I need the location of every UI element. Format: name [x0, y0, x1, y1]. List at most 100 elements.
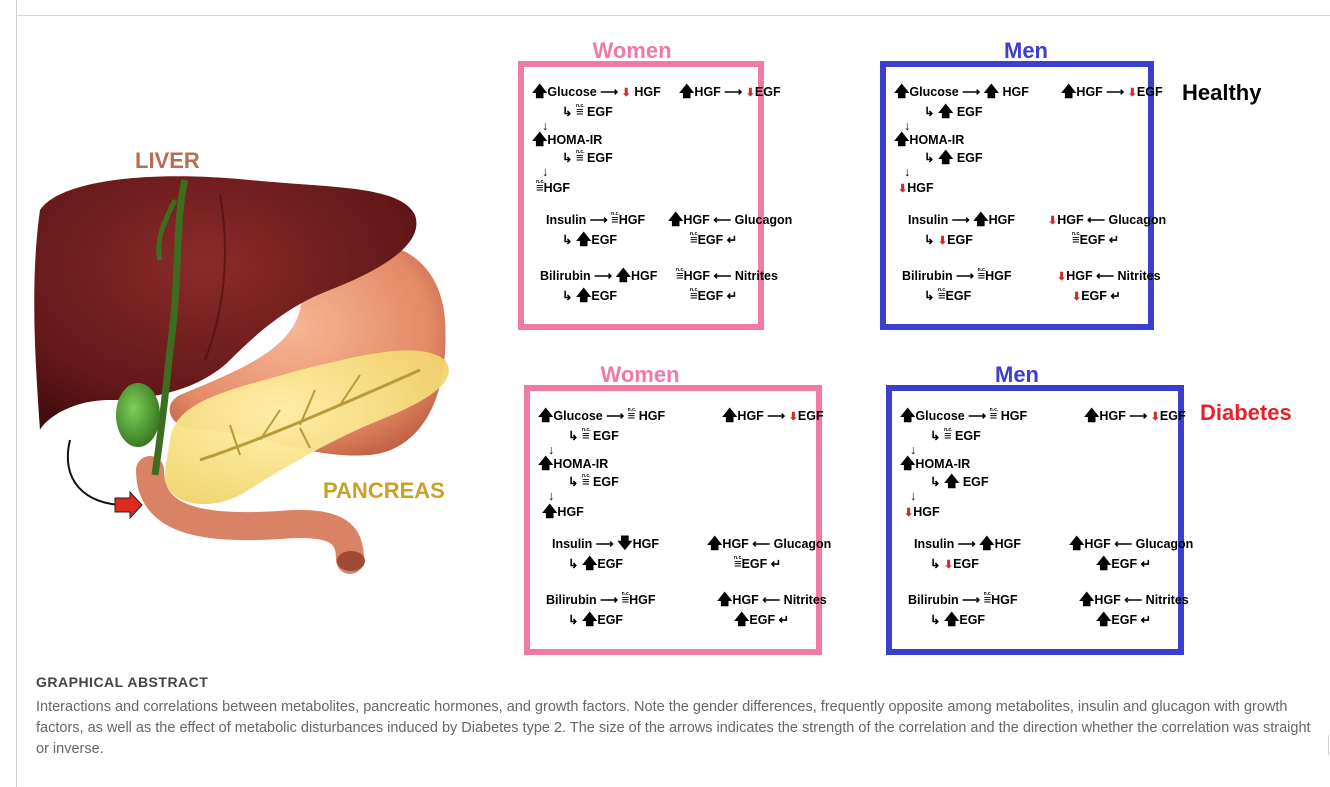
arrow-up-icon: 🡅 — [1061, 83, 1076, 100]
panel-men-healthy: 🡅Glucose ⟶ 🡅 HGF↳ 🡅 EGF↓🡅HOMA-IR↳ 🡅 EGF↓… — [880, 61, 1154, 330]
arrow-up-icon: 🡅 — [938, 103, 953, 120]
glucose-hgf-link: 🡅Glucose ⟶ ⬇ HGF — [532, 85, 661, 100]
red-arrow-icon: ⬇ — [1048, 215, 1057, 227]
down-arrow-connector: ↓ — [904, 165, 910, 179]
not-changed-marker: n.c.≡ — [536, 181, 544, 195]
caption-heading: GRAPHICAL ABSTRACT — [36, 674, 208, 690]
arrow-up-icon: 🡅 — [616, 267, 631, 284]
frame-tick — [16, 748, 17, 764]
insulin-hgf-link: Insulin ⟶ 🡅HGF — [908, 213, 1015, 227]
panel-women-diabetes: 🡅Glucose ⟶ n.c.≡ HGF ↳ n.c.≡ EGF ↓ 🡅HOMA-IR… — [524, 385, 822, 655]
red-arrow-icon: ⬇ — [1057, 271, 1066, 283]
red-arrow-icon: ⬇ — [944, 559, 953, 571]
arrow-up-icon: 🡅 — [1096, 611, 1111, 628]
hgf-egf-link: 🡅HGF ⟶ ⬇EGF — [722, 409, 824, 424]
glucose-egf-link: ↳ n.c.≡ EGF — [930, 429, 981, 443]
homa-ir-node: 🡅HOMA-IR — [900, 457, 970, 471]
red-arrow-icon: ⬇ — [1128, 87, 1137, 99]
homa-hgf-link: ⬇HGF — [898, 181, 934, 196]
panel-men-diabetes: 🡅Glucose ⟶ n.c.≡ HGF ↳ n.c.≡ EGF ↓ 🡅HOMA-IR… — [886, 385, 1184, 655]
nitrites-hgf-link: 🡅HGF ⟵ Nitrites — [1079, 593, 1189, 607]
bilirubin-hgf-link: Bilirubin ⟶ n.c.≡HGF — [546, 593, 656, 607]
arrow-up-icon: 🡅 — [944, 473, 959, 490]
bilirubin-hgf-link: Bilirubin ⟶ n.c.≡HGF — [902, 269, 1012, 283]
down-arrow-connector: ↓ — [910, 489, 916, 503]
arrow-up-icon: 🡅 — [707, 535, 722, 552]
bilirubin-egf-link: ↳ 🡅EGF — [568, 613, 623, 627]
glucose-hgf-link: 🡅Glucose ⟶ 🡅 HGF — [894, 85, 1029, 99]
homa-ir-node: 🡅HOMA-IR — [894, 133, 964, 147]
arrow-up-icon: 🡅 — [944, 611, 959, 628]
bilirubin-egf-link: ↳ 🡅EGF — [562, 289, 617, 303]
caption-body: Interactions and correlations between me… — [36, 697, 1326, 760]
arrow-up-icon: 🡅 — [538, 455, 553, 472]
arrow-up-icon: 🡅 — [1096, 555, 1111, 572]
nitrites-egf-link: 🡅EGF ↵ — [1096, 613, 1151, 627]
homa-hgf-link: 🡅HGF — [542, 505, 584, 519]
arrow-up-icon: 🡅 — [717, 591, 732, 608]
arrow-up-icon: 🡅 — [532, 131, 547, 148]
insulin-egf-link: ↳ 🡅EGF — [562, 233, 617, 247]
arrow-up-icon: 🡅 — [900, 407, 915, 424]
arrow-up-icon: 🡅 — [538, 407, 553, 424]
not-changed-marker: n.c.≡ — [990, 409, 998, 423]
not-changed-marker: n.c.≡ — [944, 429, 952, 443]
arrow-up-icon: 🡅 — [542, 503, 557, 520]
arrow-up-icon: 🡅 — [722, 407, 737, 424]
not-changed-marker: n.c.≡ — [622, 593, 630, 607]
not-changed-marker: n.c.≡ — [576, 151, 584, 165]
not-changed-marker: n.c.≡ — [628, 409, 636, 423]
not-changed-marker: n.c.≡ — [611, 213, 619, 227]
homa-ir-node: 🡅HOMA-IR — [538, 457, 608, 471]
glucagon-hgf-link: 🡅HGF ⟵ Glucagon — [1069, 537, 1193, 551]
hgf-egf-link: 🡅HGF ⟶ ⬇EGF — [1061, 85, 1163, 100]
glucose-egf-link: ↳ n.c.≡ EGF — [568, 429, 619, 443]
glucagon-hgf-link: 🡅HGF ⟵ Glucagon — [707, 537, 831, 551]
glucose-hgf-link: 🡅Glucose ⟶ n.c.≡ HGF — [538, 409, 665, 423]
glucose-egf-link: ↳ 🡅 EGF — [924, 105, 983, 119]
red-arrow-icon: ⬇ — [789, 411, 798, 423]
bilirubin-hgf-link: Bilirubin ⟶ 🡅HGF — [540, 269, 657, 283]
curved-pointer-arrow — [68, 440, 125, 505]
not-changed-marker: n.c.≡ — [576, 105, 584, 119]
arrow-up-icon: 🡅 — [979, 535, 994, 552]
insulin-egf-link: ↳ 🡅EGF — [568, 557, 623, 571]
glucose-hgf-link: 🡅Glucose ⟶ n.c.≡ HGF — [900, 409, 1027, 423]
red-arrow-icon — [115, 492, 142, 518]
insulin-hgf-link: Insulin ⟶ 🡇HGF — [552, 537, 659, 551]
arrow-up-icon: 🡅 — [900, 455, 915, 472]
panel-women-healthy: 🡅Glucose ⟶ ⬇ HGF↳ n.c.≡ EGF↓🡅HOMA-IR↳ n.… — [518, 61, 764, 330]
not-changed-marker: n.c.≡ — [690, 289, 698, 303]
not-changed-marker: n.c.≡ — [690, 233, 698, 247]
arrow-down-icon: 🡇 — [617, 535, 632, 552]
arrow-up-icon: 🡅 — [973, 211, 988, 228]
insulin-hgf-link: Insulin ⟶ n.c.≡HGF — [546, 213, 645, 227]
red-arrow-icon: ⬇ — [1072, 291, 1081, 303]
red-arrow-icon: ⬇ — [622, 87, 631, 99]
glucagon-egf-link: n.c.≡EGF ↵ — [734, 557, 781, 571]
bilirubin-egf-link: ↳ 🡅EGF — [930, 613, 985, 627]
arrow-up-icon: 🡅 — [576, 287, 591, 304]
not-changed-marker: n.c.≡ — [938, 289, 946, 303]
insulin-egf-link: ↳ ⬇EGF — [924, 233, 973, 248]
homa-egf-link: ↳ n.c.≡ EGF — [568, 475, 619, 489]
frame-tick-right — [1328, 735, 1329, 755]
pancreas-label: PANCREAS — [323, 478, 445, 504]
red-arrow-icon: ⬇ — [938, 235, 947, 247]
arrow-up-icon: 🡅 — [938, 149, 953, 166]
arrow-up-icon: 🡅 — [734, 611, 749, 628]
down-arrow-connector: ↓ — [548, 489, 554, 503]
nitrites-hgf-link: ⬇HGF ⟵ Nitrites — [1057, 269, 1161, 284]
glucagon-hgf-link: ⬇HGF ⟵ Glucagon — [1048, 213, 1166, 228]
homa-hgf-link: n.c.≡HGF — [536, 181, 570, 195]
red-arrow-icon: ⬇ — [746, 87, 755, 99]
hgf-egf-link: 🡅HGF ⟶ ⬇EGF — [679, 85, 781, 100]
arrow-up-icon: 🡅 — [1079, 591, 1094, 608]
arrow-up-icon: 🡅 — [582, 555, 597, 572]
glucagon-hgf-link: 🡅HGF ⟵ Glucagon — [668, 213, 792, 227]
liver-pancreas-illustration — [0, 0, 520, 600]
red-arrow-icon: ⬇ — [904, 507, 913, 519]
nitrites-egf-link: n.c.≡EGF ↵ — [690, 289, 737, 303]
bilirubin-egf-link: ↳ n.c.≡EGF — [924, 289, 971, 303]
not-changed-marker: n.c.≡ — [734, 557, 742, 571]
